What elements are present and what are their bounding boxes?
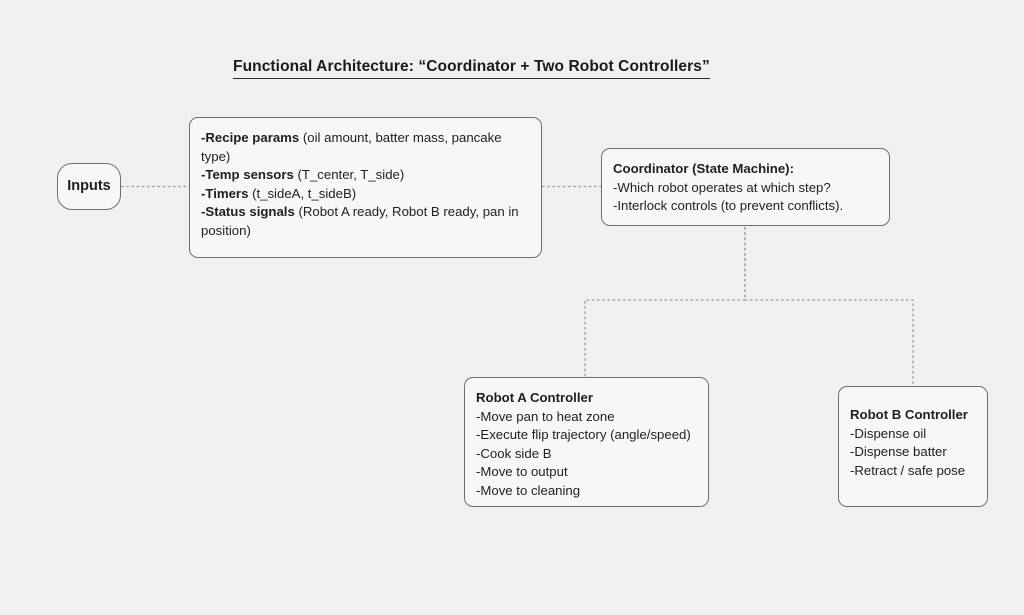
node-robot-b-controller[interactable]: Robot B Controller -Dispense oil -Dispen… — [838, 386, 988, 507]
robot-b-header: Robot B Controller — [850, 407, 968, 422]
inputs-line-recipe-params: -Recipe params (oil amount, batter mass,… — [201, 130, 502, 164]
robot-b-item-1: -Dispense batter — [850, 444, 947, 460]
page-title: Functional Architecture: “Coordinator + … — [233, 58, 710, 79]
robot-a-item-0: -Move pan to heat zone — [476, 408, 615, 424]
inputs-line-temp-sensors: -Temp sensors (T_center, T_side) — [201, 167, 405, 183]
robot-a-item-2: -Cook side B — [476, 445, 552, 461]
coordinator-header: Coordinator (State Machine): — [613, 161, 794, 176]
coordinator-item-0: -Which robot operates at which step? — [613, 179, 831, 195]
node-robot-a-controller[interactable]: Robot A Controller -Move pan to heat zon… — [464, 377, 709, 507]
robot-a-header: Robot A Controller — [476, 390, 593, 405]
robot-b-item-0: -Dispense oil — [850, 425, 927, 441]
node-inputs[interactable]: Inputs — [57, 163, 121, 210]
node-coordinator[interactable]: Coordinator (State Machine): -Which robo… — [601, 148, 890, 226]
robot-a-item-1: -Execute flip trajectory (angle/speed) — [476, 427, 691, 443]
robot-a-item-3: -Move to output — [476, 464, 568, 480]
robot-a-item-4: -Move to cleaning — [476, 482, 581, 498]
edge-coordinator-to-robot-a — [584, 227, 746, 377]
inputs-detail-body: -Recipe params (oil amount, batter mass,… — [201, 129, 528, 241]
node-inputs-detail[interactable]: -Recipe params (oil amount, batter mass,… — [189, 117, 542, 258]
node-inputs-label: Inputs — [67, 178, 111, 195]
inputs-line-status-signals: -Status signals (Robot A ready, Robot B … — [201, 204, 519, 238]
coordinator-item-1: -Interlock controls (to prevent conflict… — [613, 198, 844, 214]
edge-coordinator-to-robot-b — [744, 227, 914, 386]
robot-b-item-2: -Retract / safe pose — [850, 462, 966, 478]
inputs-line-timers: -Timers (t_sideA, t_sideB) — [201, 185, 357, 201]
